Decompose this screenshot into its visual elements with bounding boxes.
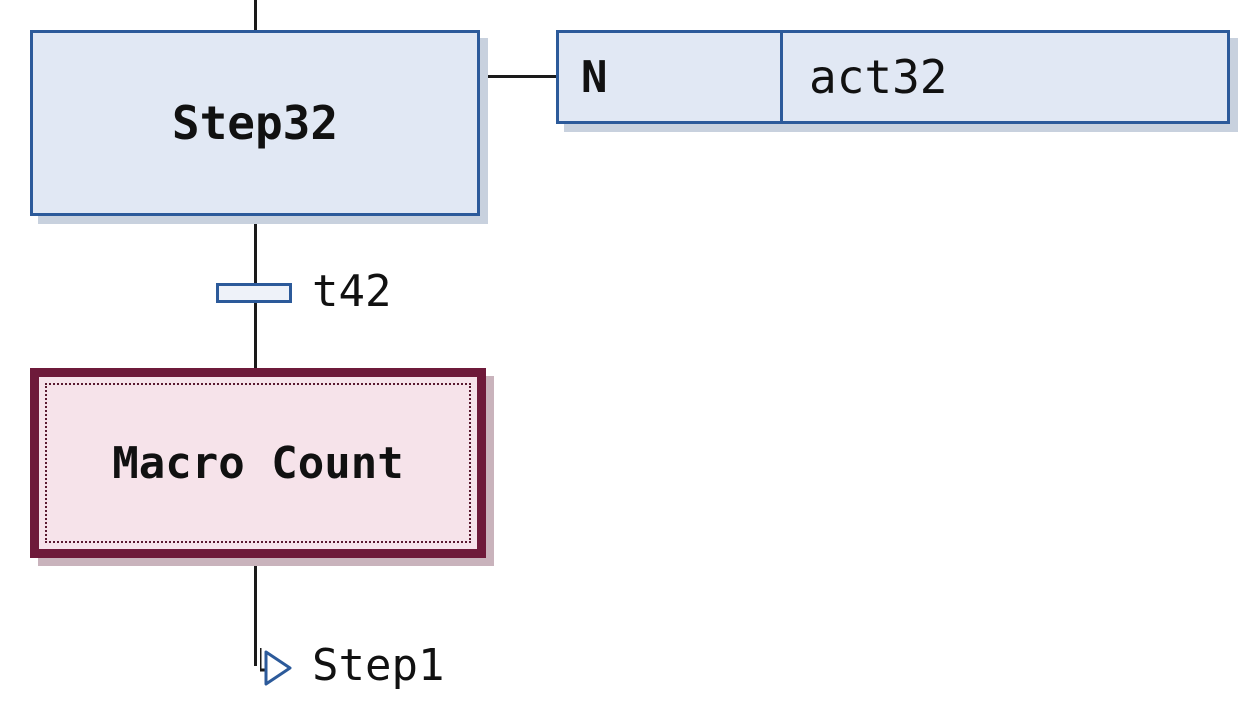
action-qualifier[interactable]: N [559, 33, 783, 121]
transition-label: t42 [312, 266, 392, 317]
step-block[interactable]: Step32 [30, 30, 480, 216]
step-name: Step32 [171, 96, 339, 150]
action-qualifier-label: N [581, 51, 608, 103]
jump-arrow-icon[interactable] [260, 648, 296, 688]
action-name-label: act32 [809, 50, 948, 104]
transition-bar[interactable] [216, 283, 292, 303]
macro-step-block[interactable]: Macro Count [30, 368, 486, 558]
macro-to-jump-connector [254, 558, 257, 666]
action-name-cell[interactable]: act32 [783, 33, 1227, 121]
incoming-connector [254, 0, 257, 30]
action-link-connector [480, 75, 556, 78]
jump-target-label: Step1 [312, 640, 445, 691]
action-block[interactable]: N act32 [556, 30, 1230, 124]
macro-step-inner: Macro Count [45, 383, 471, 543]
macro-step-name: Macro Count [112, 437, 404, 489]
